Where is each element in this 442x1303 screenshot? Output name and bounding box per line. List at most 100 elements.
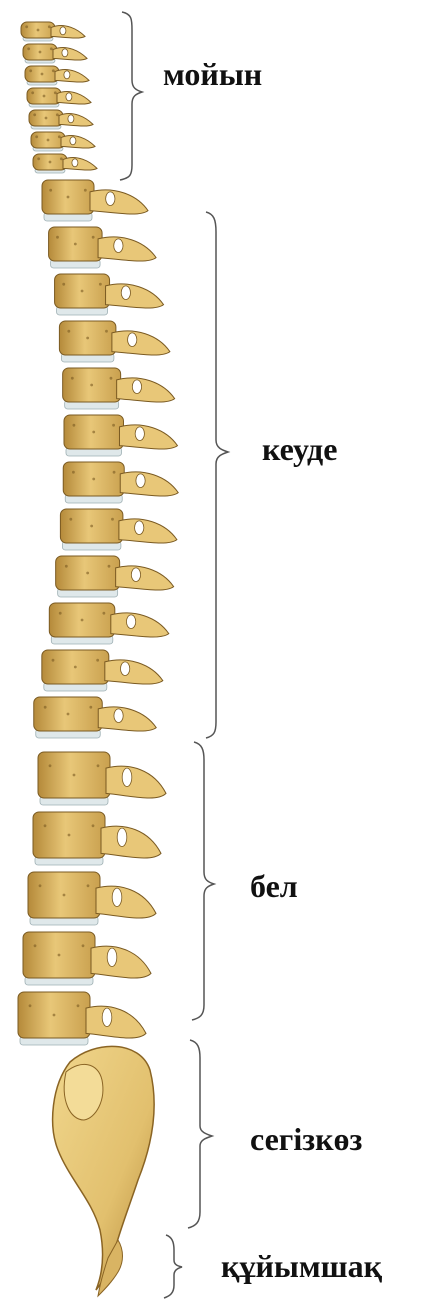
vertebral-foramen bbox=[117, 828, 127, 846]
vertebra-process bbox=[112, 331, 170, 355]
bone-texture-dot bbox=[92, 236, 95, 239]
bone-texture-dot bbox=[41, 73, 44, 76]
bone-texture-dot bbox=[25, 25, 28, 28]
bone-texture-dot bbox=[73, 424, 76, 427]
bone-texture-dot bbox=[73, 774, 76, 777]
bone-texture-dot bbox=[47, 139, 50, 142]
bone-texture-dot bbox=[39, 51, 42, 54]
vertebral-foramen bbox=[135, 427, 144, 441]
bone-texture-dot bbox=[29, 1004, 32, 1007]
bone-texture-dot bbox=[54, 91, 57, 94]
vertebral-foramen bbox=[121, 286, 130, 300]
vertebra-process bbox=[101, 826, 161, 858]
bone-texture-dot bbox=[67, 330, 70, 333]
vertebra-process bbox=[63, 157, 97, 170]
bone-texture-dot bbox=[81, 619, 84, 622]
bracket-sacrum bbox=[188, 1040, 212, 1228]
vertebra-process bbox=[116, 566, 174, 590]
bone-texture-dot bbox=[45, 117, 48, 120]
bone-texture-dot bbox=[86, 572, 89, 575]
label-thoracic: кеуде bbox=[262, 433, 337, 465]
bone-texture-dot bbox=[105, 330, 108, 333]
bone-texture-dot bbox=[37, 29, 40, 32]
bone-texture-dot bbox=[77, 1004, 80, 1007]
bone-texture-dot bbox=[71, 377, 74, 380]
vertebral-foramen bbox=[66, 93, 72, 101]
bone-texture-dot bbox=[52, 659, 55, 662]
bone-texture-dot bbox=[92, 478, 95, 481]
vertebra-process bbox=[98, 707, 156, 731]
bone-texture-dot bbox=[72, 471, 75, 474]
bone-texture-dot bbox=[82, 944, 85, 947]
bracket-coccyx bbox=[164, 1235, 182, 1298]
vertebral-foramen bbox=[72, 159, 78, 167]
bone-texture-dot bbox=[89, 706, 92, 709]
vertebra-process bbox=[86, 1006, 146, 1038]
vertebral-foramen bbox=[122, 768, 132, 786]
vertebra-process bbox=[59, 113, 93, 126]
vertebra-process bbox=[61, 135, 95, 148]
bone-texture-dot bbox=[35, 135, 38, 138]
bone-texture-dot bbox=[43, 95, 46, 98]
bone-texture-dot bbox=[31, 91, 34, 94]
vertebra-process bbox=[106, 284, 164, 308]
bone-texture-dot bbox=[99, 283, 102, 286]
bone-texture-dot bbox=[49, 161, 52, 164]
vertebral-foramen bbox=[136, 474, 145, 488]
bone-texture-dot bbox=[49, 189, 52, 192]
bone-texture-dot bbox=[49, 764, 52, 767]
bone-texture-dot bbox=[33, 113, 36, 116]
bone-texture-dot bbox=[74, 243, 77, 246]
vertebra-process bbox=[120, 472, 178, 496]
vertebral-foramen bbox=[131, 568, 140, 582]
bone-texture-dot bbox=[111, 518, 114, 521]
bone-texture-dot bbox=[67, 713, 70, 716]
vertebral-foramen bbox=[62, 49, 68, 57]
vertebral-foramen bbox=[106, 192, 115, 206]
bone-texture-dot bbox=[110, 377, 113, 380]
vertebra-process bbox=[119, 519, 177, 543]
vertebral-foramen bbox=[135, 521, 144, 535]
vertebra-process bbox=[119, 425, 177, 449]
bone-texture-dot bbox=[108, 565, 111, 568]
bone-texture-dot bbox=[90, 384, 93, 387]
bone-texture-dot bbox=[44, 706, 47, 709]
bone-texture-dot bbox=[67, 196, 70, 199]
vertebral-foramen bbox=[128, 333, 137, 347]
vertebral-foramen bbox=[60, 27, 66, 35]
bone-texture-dot bbox=[62, 283, 65, 286]
vertebra-process bbox=[106, 766, 166, 798]
vertebral-foramen bbox=[64, 71, 70, 79]
label-cervical: мойын bbox=[163, 58, 262, 90]
bone-texture-dot bbox=[58, 954, 61, 957]
vertebrae-group bbox=[18, 22, 178, 1045]
vertebra-process bbox=[98, 237, 156, 261]
bone-texture-dot bbox=[69, 518, 72, 521]
bone-texture-dot bbox=[48, 25, 51, 28]
bone-texture-dot bbox=[52, 69, 55, 72]
bone-texture-dot bbox=[50, 47, 53, 50]
vertebra-process bbox=[111, 613, 169, 637]
vertebral-foramen bbox=[102, 1008, 112, 1026]
vertebra-process bbox=[91, 946, 151, 978]
bone-texture-dot bbox=[96, 659, 99, 662]
bone-texture-dot bbox=[56, 113, 59, 116]
vertebra-process bbox=[90, 190, 148, 214]
vertebra-process bbox=[105, 660, 163, 684]
bone-texture-dot bbox=[102, 612, 105, 615]
bone-texture-dot bbox=[44, 824, 47, 827]
bone-texture-dot bbox=[86, 337, 89, 340]
vertebral-foramen bbox=[107, 948, 117, 966]
vertebral-foramen bbox=[114, 239, 123, 253]
label-sacrum: сегізкөз bbox=[250, 1123, 362, 1155]
bone-texture-dot bbox=[92, 824, 95, 827]
bone-texture-dot bbox=[81, 290, 84, 293]
bone-texture-dot bbox=[58, 135, 61, 138]
bracket-thoracic bbox=[206, 212, 228, 738]
bone-texture-dot bbox=[97, 764, 100, 767]
bone-texture-dot bbox=[68, 834, 71, 837]
bone-texture-dot bbox=[90, 525, 93, 528]
bracket-cervical bbox=[120, 12, 142, 180]
label-lumbar: бел bbox=[250, 870, 298, 902]
